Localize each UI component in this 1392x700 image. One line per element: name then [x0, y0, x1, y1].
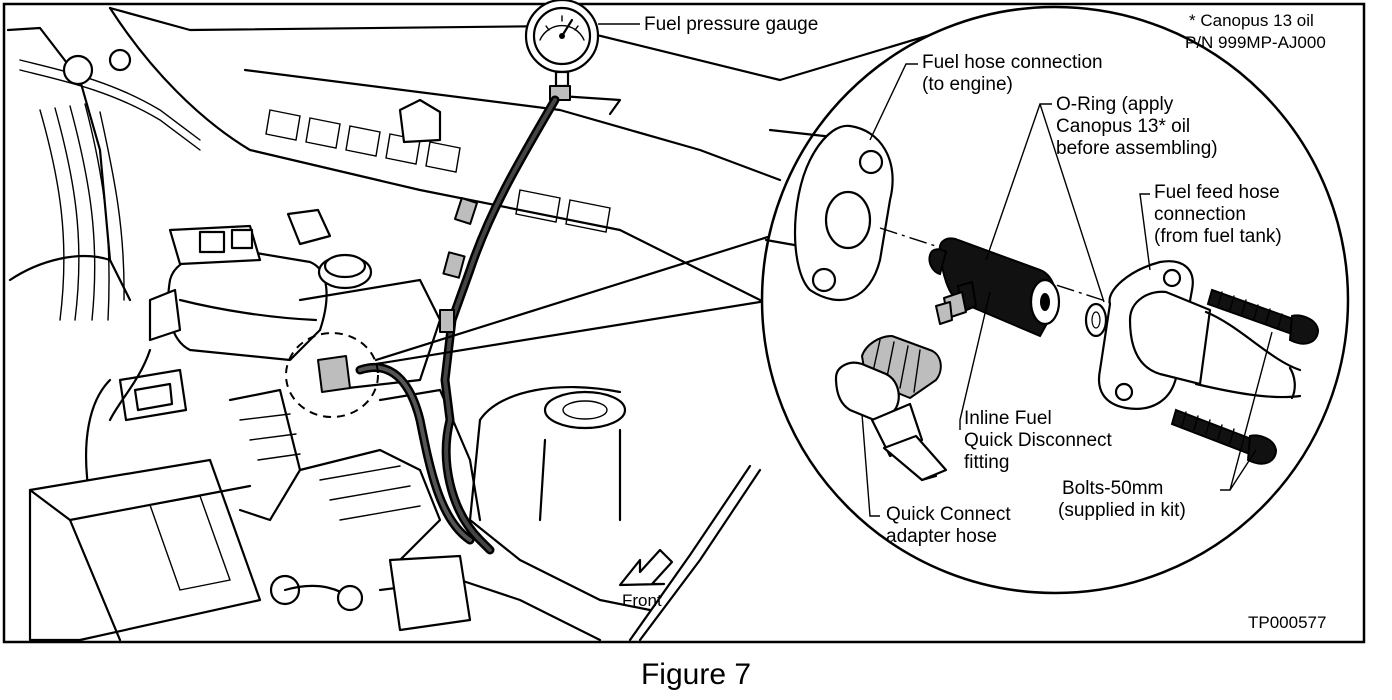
battery: [28, 458, 364, 642]
label-inline-fitting-2: Quick Disconnect: [964, 430, 1113, 451]
label-o-ring-3: before assembling): [1056, 138, 1218, 159]
connection-point-highlight: [285, 332, 379, 418]
label-fuel-feed-hose-3: (from fuel tank): [1154, 226, 1282, 247]
label-inline-fitting-3: fitting: [964, 452, 1009, 473]
fuel-feed-hose-connection: [1097, 260, 1302, 410]
label-o-ring-2: Canopus 13* oil: [1056, 116, 1190, 137]
callout-wedge-lower: [374, 298, 774, 366]
ignition-wires: [19, 48, 201, 321]
fuel-pressure-gauge: [524, 0, 600, 101]
engine-block: [84, 348, 482, 562]
note-line-2: P/N 999MP-AJ000: [1185, 33, 1326, 52]
engine-fuel-hose-flange: [764, 124, 894, 302]
note-line-1: * Canopus 13 oil: [1189, 11, 1314, 30]
air-intake-box: [148, 224, 328, 362]
leader-lines: [598, 23, 1273, 517]
figure-frame: [2, 2, 1366, 644]
label-fuel-feed-hose-1: Fuel feed hose: [1154, 182, 1280, 203]
fitting-at-connection: [317, 355, 351, 393]
label-inline-fitting-1: Inline Fuel: [964, 408, 1052, 429]
front-arrow-icon: [618, 548, 674, 587]
label-bolts-1: Bolts-50mm: [1062, 478, 1163, 499]
inline-quick-disconnect-fitting: [928, 237, 1061, 338]
callout-wedge: [374, 228, 792, 362]
label-front: Front: [622, 591, 662, 610]
strut-tower: [378, 386, 652, 642]
label-fuel-pressure-gauge: Fuel pressure gauge: [644, 14, 818, 35]
hood-vents: [265, 109, 611, 233]
label-adapter-hose-1: Quick Connect: [886, 504, 1011, 525]
part-code: TP000577: [1248, 613, 1326, 632]
detail-magnified-view: [760, 5, 1350, 595]
label-fuel-hose-connection-1: Fuel hose connection: [922, 52, 1103, 73]
label-fuel-hose-connection-2: (to engine): [922, 74, 1013, 95]
label-fuel-feed-hose-2: connection: [1154, 204, 1246, 225]
reservoir-cap: [286, 208, 442, 392]
label-bolts-2: (supplied in kit): [1058, 500, 1186, 521]
engine-bay-illustration: [6, 6, 1002, 642]
quick-connect-adapter-hose: [834, 335, 948, 482]
label-adapter-hose-2: adapter hose: [886, 526, 997, 547]
label-o-ring-1: O-Ring (apply: [1056, 94, 1174, 115]
bolts-50mm: [1170, 288, 1320, 465]
o-ring: [1084, 302, 1108, 338]
gauge-hose: [355, 95, 560, 555]
figure-caption: Figure 7: [641, 658, 751, 691]
